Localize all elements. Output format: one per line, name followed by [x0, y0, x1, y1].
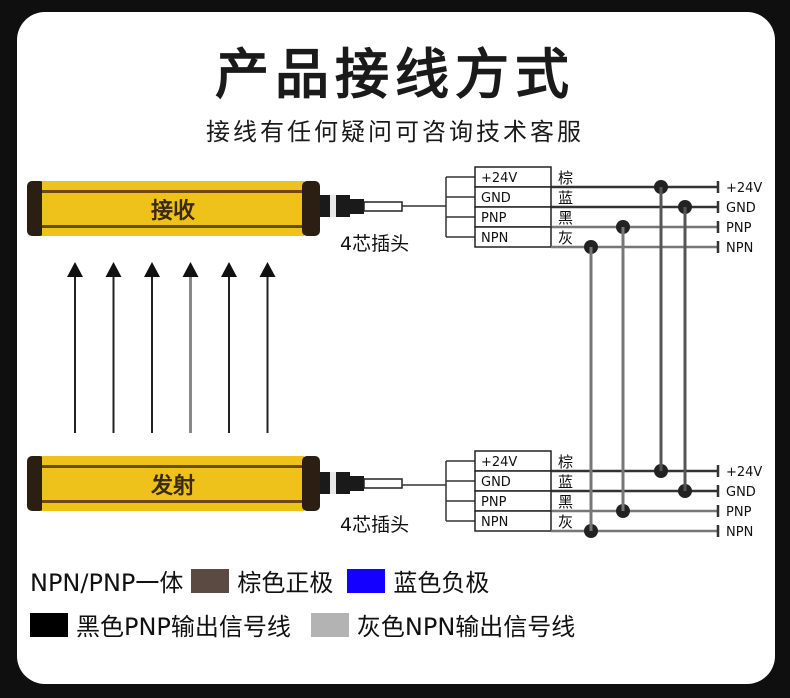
- receiver-signal-label: PNP: [481, 211, 507, 226]
- legend-prefix: NPN/PNP一体: [30, 569, 184, 597]
- receiver-wire-color-label: 棕: [558, 169, 573, 187]
- receiver-terminal-label: GND: [726, 201, 756, 216]
- emitter-wire-color-label: 灰: [558, 513, 573, 531]
- receiver-connector-label: 4芯插头: [340, 233, 409, 255]
- emitter-signal-box: [474, 510, 552, 532]
- receiver-terminal-label: NPN: [726, 241, 753, 256]
- emitter-wire-color-label: 蓝: [558, 473, 573, 491]
- beam-arrowhead-icon: [259, 262, 276, 277]
- receiver-connector-ring: [330, 195, 336, 217]
- receiver-stripe-bottom: [42, 225, 304, 228]
- emitter-terminal-label: GND: [726, 485, 756, 500]
- emitter-label: 发射: [150, 473, 195, 499]
- receiver-unit: 接收 4芯插头: [27, 181, 446, 255]
- emitter-connector-nut: [350, 476, 364, 491]
- emitter-terminal-label: NPN: [726, 525, 753, 540]
- legend-label-blue: 蓝色负极: [393, 569, 490, 597]
- page-title: 产品接线方式: [215, 43, 575, 106]
- legend-swatch-blue: [347, 568, 386, 593]
- emitter-stripe-top: [42, 465, 304, 468]
- beam-arrowhead-icon: [221, 262, 237, 277]
- emitter-endcap-right: [302, 456, 320, 511]
- emitter-cable-sleeve: [363, 478, 403, 489]
- emitter-wire-color-label: 棕: [558, 453, 573, 471]
- legend-row-2: 黑色PNP输出信号线 灰色NPN输出信号线: [30, 607, 575, 642]
- wiring-blocks: +24V 棕 +24V GND 蓝 GND PNP 黑 PNP NPN 灰 NPN +24V 棕 +24V G…: [445, 166, 762, 540]
- legend-swatch-brown: [191, 568, 230, 593]
- receiver-signal-label: NPN: [481, 231, 508, 246]
- legend-row-1: NPN/PNP一体 棕色正极 蓝色负极: [30, 563, 489, 598]
- beam-arrowhead-icon: [105, 262, 122, 277]
- receiver-stripe-top: [42, 190, 304, 193]
- beam-arrowhead-icon: [182, 262, 199, 277]
- light-beams: [67, 262, 276, 433]
- receiver-connector-nut: [350, 199, 364, 214]
- legend-label-black: 黑色PNP输出信号线: [76, 613, 291, 641]
- emitter-unit: 发射 4芯插头: [27, 456, 446, 536]
- emitter-connector-ring: [330, 472, 336, 494]
- legend-label-brown: 棕色正极: [237, 569, 334, 597]
- emitter-signal-label: GND: [481, 475, 511, 490]
- receiver-signal-label: +24V: [481, 171, 517, 186]
- receiver-terminal-label: +24V: [726, 181, 762, 196]
- beam-arrowhead-icon: [67, 262, 83, 277]
- receiver-signal-box: [474, 226, 552, 248]
- emitter-connector-label: 4芯插头: [340, 514, 409, 536]
- legend-swatch-gray: [310, 612, 349, 637]
- page-subtitle: 接线有任何疑问可咨询技术客服: [206, 118, 584, 146]
- emitter-signal-label: +24V: [481, 455, 517, 470]
- emitter-signal-label: NPN: [481, 515, 508, 530]
- legend-label-gray: 灰色NPN输出信号线: [356, 613, 576, 641]
- emitter-stripe-bottom: [42, 500, 304, 503]
- receiver-cable-sleeve: [363, 201, 403, 212]
- emitter-terminal-label: +24V: [726, 465, 762, 480]
- receiver-label: 接收: [151, 198, 195, 224]
- beam-arrowhead-icon: [144, 262, 160, 277]
- emitter-wire-color-label: 黑: [558, 493, 573, 511]
- legend-swatch-black: [30, 612, 68, 637]
- emitter-terminal-label: PNP: [726, 505, 752, 520]
- receiver-endcap-right: [302, 181, 320, 236]
- receiver-signal-label: GND: [481, 191, 511, 206]
- receiver-wire-color-label: 灰: [558, 229, 573, 247]
- card-background: [17, 12, 775, 684]
- emitter-signal-label: PNP: [481, 495, 507, 510]
- receiver-wire-color-label: 黑: [558, 209, 573, 227]
- receiver-terminal-label: PNP: [726, 221, 752, 236]
- receiver-endcap-left: [27, 181, 45, 236]
- receiver-wire-color-label: 蓝: [558, 189, 573, 207]
- emitter-endcap-left: [27, 456, 45, 511]
